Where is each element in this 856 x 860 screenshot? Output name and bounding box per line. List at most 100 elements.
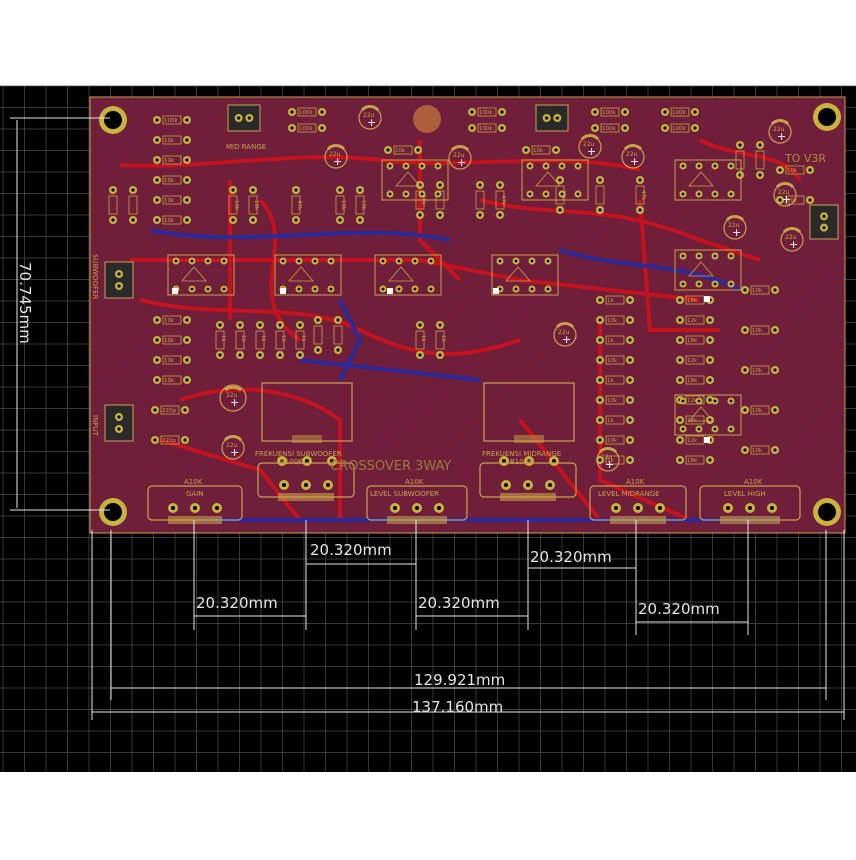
drill-hole (280, 459, 284, 463)
level-mid-label: LEVEL MIDRANGE (598, 490, 660, 498)
frek-mid-value: B100K (510, 458, 533, 466)
drill-hole (500, 126, 504, 130)
drill-hole (320, 126, 324, 130)
drill-hole (297, 287, 301, 291)
resistor-outline (215, 330, 225, 350)
drill-hole (729, 192, 733, 196)
drill-hole (153, 438, 157, 442)
drill-hole (297, 259, 301, 263)
drill-hole (397, 287, 401, 291)
resistor-outline (160, 435, 180, 445)
drill-hole (413, 259, 417, 263)
drill-hole (693, 126, 697, 130)
component-value: 22u (363, 112, 375, 119)
level-high-value: A10K (744, 478, 763, 486)
drill-hole (117, 272, 121, 276)
frequency-pot-shaft (514, 435, 544, 443)
test-point (172, 288, 178, 294)
resistor-outline (160, 405, 180, 415)
drill-hole (258, 353, 262, 357)
drill-hole (498, 287, 502, 291)
drill-hole (153, 408, 157, 412)
component-value: 47k (296, 200, 302, 211)
drill-hole (708, 318, 712, 322)
copper-trace (338, 299, 363, 381)
drill-hole (598, 458, 602, 462)
ic-outline (381, 159, 449, 201)
component-value: 100k (299, 126, 313, 132)
resistor-outline (313, 325, 323, 345)
drill-hole (155, 158, 159, 162)
drill-hole (638, 208, 642, 212)
drill-hole (708, 358, 712, 362)
drill-hole (237, 116, 241, 120)
drill-hole (131, 218, 135, 222)
drill-hole (743, 288, 747, 292)
drill-hole (552, 459, 556, 463)
drill-hole (681, 282, 685, 286)
polarity-mark: + (630, 155, 639, 168)
polarity-mark: + (789, 238, 798, 251)
drill-hole (218, 323, 222, 327)
drill-hole (231, 188, 235, 192)
ic-outline (167, 254, 235, 296)
resistor-outline (605, 315, 625, 325)
opamp-symbol (288, 266, 314, 282)
drill-hole (598, 378, 602, 382)
test-point (704, 296, 710, 302)
gain-label: GAIN (186, 490, 204, 498)
drill-hole (304, 483, 308, 487)
drill-hole (413, 287, 417, 291)
pot-spacing-dimension: 20.320mm (418, 594, 500, 612)
component-value: 10k (164, 138, 175, 144)
component-value: 1k (260, 335, 266, 342)
resistor-outline (605, 395, 625, 405)
potentiometer-shaft (720, 516, 780, 524)
resistor-outline (785, 165, 805, 175)
drill-hole (773, 328, 777, 332)
drill-hole (822, 214, 826, 218)
drill-hole (478, 213, 482, 217)
drill-hole (598, 178, 602, 182)
drill-hole (381, 259, 385, 263)
component-value: 220p (162, 438, 176, 444)
drill-hole (155, 358, 159, 362)
silkscreen-labels: MID RANGE SUBWOOFER INPUT TO V3R FREKUEN… (91, 143, 826, 498)
drill-hole (498, 213, 502, 217)
drill-hole (278, 353, 282, 357)
capacitor-polarity-band (623, 144, 643, 151)
capacitor-polarity-band (450, 145, 470, 152)
drill-hole (514, 259, 518, 263)
component-value: 1k (607, 418, 614, 424)
component-value: 10k (752, 368, 763, 374)
component-value: 10k (164, 178, 175, 184)
drill-hole (185, 198, 189, 202)
frek-mid-label: FREKUENSI MIDRANGE (482, 450, 561, 458)
component-value: 12k (687, 358, 698, 364)
drill-hole (436, 164, 440, 168)
component-value: 10k (607, 438, 618, 444)
drill-hole (436, 192, 440, 196)
drill-hole (598, 338, 602, 342)
drill-hole (313, 259, 317, 263)
copper-trace (638, 199, 720, 332)
drill-hole (598, 418, 602, 422)
drill-hole (713, 399, 717, 403)
polarity-mark: + (333, 155, 342, 168)
component-value: 1k (420, 335, 426, 342)
component-value: 22u (226, 392, 238, 399)
drill-hole (290, 110, 294, 114)
drill-hole (438, 213, 442, 217)
drill-hole (708, 378, 712, 382)
drill-hole (193, 506, 197, 510)
drill-hole (514, 287, 518, 291)
drill-hole (397, 259, 401, 263)
resistor-outline (605, 375, 625, 385)
copper-trace (179, 387, 342, 520)
resistor-outline (228, 195, 238, 215)
drill-hole (155, 318, 159, 322)
drill-hole (381, 287, 385, 291)
pcb-board (89, 96, 846, 534)
copper-trace (149, 228, 451, 242)
capacitor-polarity-band (775, 182, 795, 189)
